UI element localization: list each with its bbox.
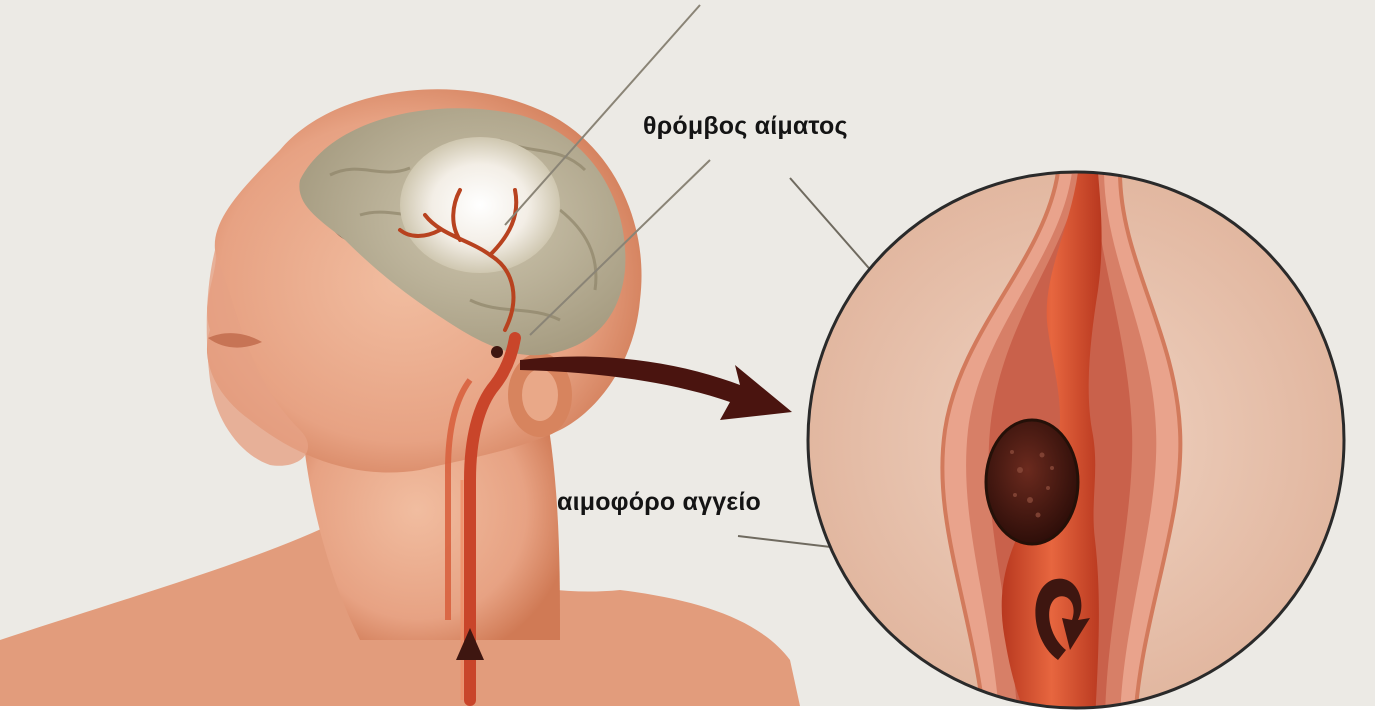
clot-location [491, 346, 503, 358]
label-vessel: αιμοφόρο αγγείο [557, 488, 761, 517]
thrombus [986, 420, 1078, 544]
affected-area [400, 137, 560, 273]
label-thrombus: θρόμβος αίματος [643, 112, 848, 141]
